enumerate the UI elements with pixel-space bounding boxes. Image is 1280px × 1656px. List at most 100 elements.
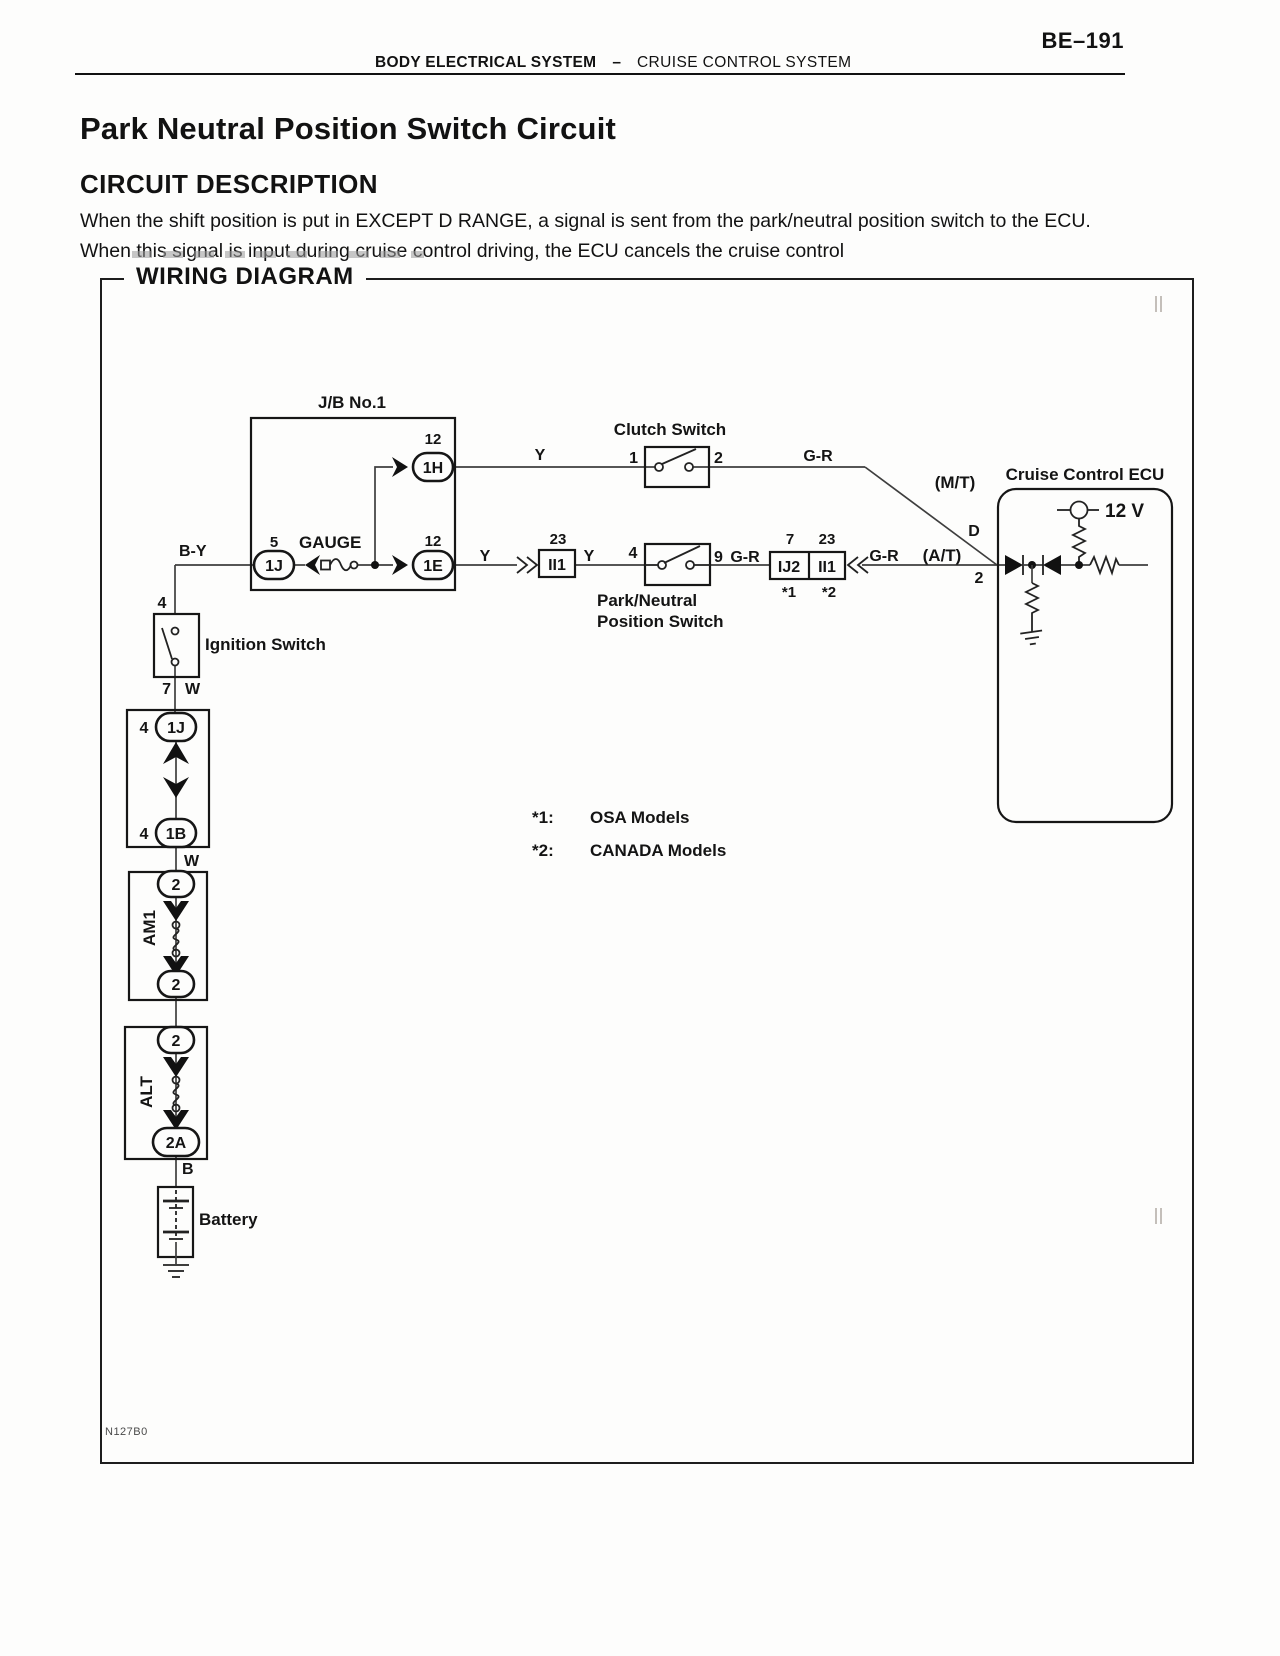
connector-arrow-up-icon <box>163 742 189 764</box>
pn-switch-label-line2: Position Switch <box>597 612 724 631</box>
pin-23: 23 <box>550 531 567 548</box>
page-title: Park Neutral Position Switch Circuit <box>80 110 617 146</box>
switch-contact-icon <box>654 448 697 472</box>
connector-arrow-down-icon <box>163 1110 189 1130</box>
wiring-diagram: J/B No.1 12 1H 5 GAUGE 12 1J <box>123 393 1174 1278</box>
battery-cell-icon <box>163 1190 189 1240</box>
scan-artifact <box>1155 1208 1165 1224</box>
fusible-link-icon <box>171 920 181 958</box>
connector-ij2: IJ2 <box>778 559 800 576</box>
switch-contact-icon <box>161 626 180 667</box>
diode-icon <box>1005 555 1023 575</box>
tag-at: (A/T) <box>923 546 962 565</box>
female-connector-arrow-icon <box>305 555 320 575</box>
pin-23: 23 <box>819 531 836 548</box>
battery: Battery <box>156 1185 258 1278</box>
junction-block-1: J/B No.1 12 1H 5 GAUGE 12 1J <box>249 393 457 592</box>
running-head-divider: – <box>612 54 621 71</box>
am1-fuse-label: AM1 <box>140 910 159 946</box>
tag-mt: (M/T) <box>935 473 976 492</box>
pin-1-clutch: 1 <box>629 450 638 467</box>
ignition-switch-label: Ignition Switch <box>205 635 326 654</box>
wire-label-gr: G-R <box>869 548 899 565</box>
pin-4-1b: 4 <box>140 826 149 843</box>
note-1-text: OSA Models <box>590 808 690 827</box>
ecu-voltage-label: 12 V <box>1105 501 1144 522</box>
connector-2: 2 <box>172 977 181 994</box>
wiring-diagram-title: WIRING DIAGRAM <box>124 263 366 291</box>
connector-ii1: II1 <box>548 557 566 574</box>
ground-icon <box>1020 629 1043 646</box>
double-chevron-left-icon <box>846 556 869 574</box>
wire-label-y: Y <box>480 548 491 565</box>
connector-2: 2 <box>172 1033 181 1050</box>
scan-artifact <box>1155 296 1165 312</box>
connector-ii1: II1 <box>818 559 836 576</box>
gauge-fuse-icon <box>320 558 359 572</box>
ignition-switch: 4 Ignition Switch 7 W <box>152 595 326 698</box>
pin-7: 7 <box>786 531 794 548</box>
resistor-icon <box>1089 554 1120 576</box>
battery-label: Battery <box>199 1210 258 1229</box>
tag-ref1: *1 <box>782 584 796 601</box>
wire-junction-dot <box>371 561 379 569</box>
connector-ii1-inline: 23 II1 <box>537 531 577 579</box>
connector-1h: 1H <box>423 460 443 477</box>
resistor-icon <box>1070 518 1088 565</box>
alt-fusible-link-block: 2 ALT 2A <box>123 1025 209 1161</box>
wire-label-gr: G-R <box>803 448 833 465</box>
pin-4-pn: 4 <box>629 545 638 562</box>
note-2-text: CANADA Models <box>590 841 726 860</box>
connector-2a: 2A <box>166 1135 187 1152</box>
fusible-link-icon <box>171 1075 181 1113</box>
connector-ij2-ii1: 7 23 IJ2 II1 *1 *2 <box>768 531 847 601</box>
pin-2-clutch: 2 <box>714 450 723 467</box>
note-1-ref: *1: <box>532 808 554 827</box>
park-neutral-position-switch: 4 9 Park/Neutral Position Switch <box>597 542 724 631</box>
wires <box>174 466 1005 1187</box>
ground-icon <box>163 1264 189 1278</box>
diode-icon <box>1043 555 1061 575</box>
wire-label-y: Y <box>535 447 546 464</box>
wire-junction-dot <box>1075 561 1083 569</box>
connector-1e: 1E <box>423 558 443 575</box>
gauge-fuse-label: GAUGE <box>299 533 361 552</box>
connector-arrow-down-icon <box>163 1057 189 1077</box>
male-connector-arrow-icon <box>392 457 408 477</box>
junction-block-2: 4 1J 4 1B <box>125 708 211 849</box>
junction-block-1-label: J/B No.1 <box>318 393 386 412</box>
wiring-diagram-frame: WIRING DIAGRAM N127B0 <box>100 251 1194 1464</box>
circuit-description-text: When the shift position is put in EXCEPT… <box>80 209 1091 262</box>
connector-1b: 1B <box>166 826 186 843</box>
note-2-ref: *2: <box>532 841 554 860</box>
connector-arrow-down-icon <box>163 956 189 976</box>
wire-label-b: B <box>182 1161 194 1178</box>
tag-ref2: *2 <box>822 584 836 601</box>
cruise-control-ecu: Cruise Control ECU 12 V <box>996 465 1174 824</box>
running-head-subsection: CRUISE CONTROL SYSTEM <box>636 54 852 71</box>
pn-switch-label-line1: Park/Neutral <box>597 591 697 610</box>
header-rule <box>75 73 1125 75</box>
circuit-description-heading: CIRCUIT DESCRIPTION <box>80 168 378 199</box>
connector-arrow-down-icon <box>163 901 189 921</box>
connector-1j: 1J <box>265 558 283 575</box>
clutch-switch-label: Clutch Switch <box>614 420 726 439</box>
wire-label-w: W <box>184 853 200 870</box>
clutch-switch: Clutch Switch 1 2 <box>614 420 726 489</box>
male-connector-arrow-icon <box>392 555 408 575</box>
figure-code: N127B0 <box>105 1426 148 1438</box>
connector-2: 2 <box>172 877 181 894</box>
am1-fuse-block: 2 AM1 2 <box>127 869 209 1002</box>
pin-12-1e: 12 <box>425 533 442 550</box>
pin-7-ign: 7 <box>162 681 171 698</box>
cruise-ecu-label: Cruise Control ECU <box>1006 465 1165 484</box>
page-number: BE–191 <box>1041 28 1124 53</box>
wire-label-y: Y <box>584 548 595 565</box>
connector-arrow-down-icon <box>163 777 189 798</box>
connector-1j: 1J <box>167 720 185 737</box>
pin-4-ign: 4 <box>158 595 167 612</box>
pin-4-1j: 4 <box>140 720 149 737</box>
pin-12-1h: 12 <box>425 431 442 448</box>
wire-label-by: B-Y <box>179 543 207 560</box>
